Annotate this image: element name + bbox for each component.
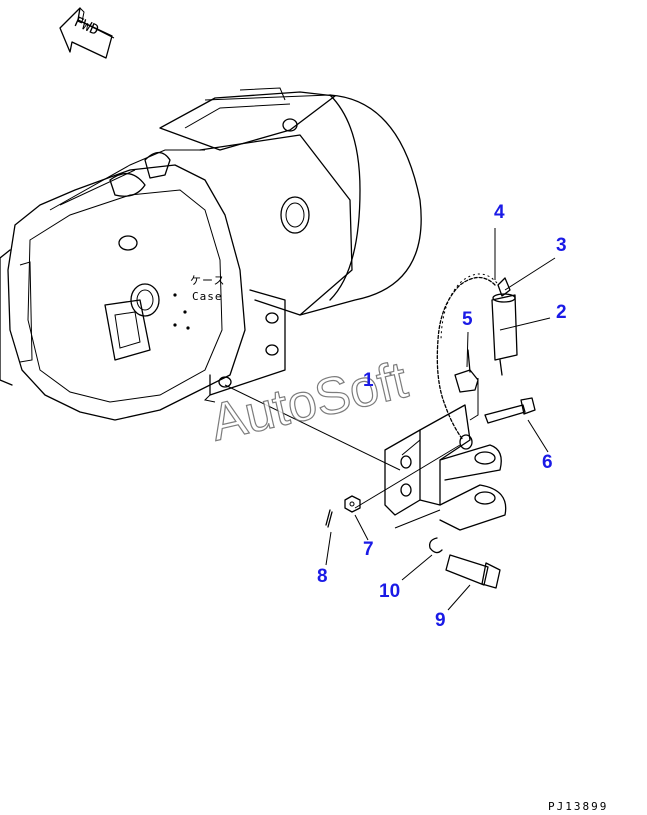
leader-2 bbox=[499, 317, 551, 331]
leader-5 bbox=[466, 331, 469, 368]
case-label-english: Case bbox=[192, 290, 223, 303]
leader-10 bbox=[401, 554, 433, 581]
reference-line bbox=[354, 444, 461, 509]
leader-6 bbox=[527, 419, 549, 453]
tow-bracket bbox=[384, 404, 507, 531]
nut bbox=[344, 495, 361, 513]
pin-9 bbox=[445, 554, 501, 589]
fwd-arrow-icon bbox=[59, 7, 115, 59]
leader-3 bbox=[504, 257, 556, 291]
transmission-case bbox=[0, 87, 422, 421]
reference-line bbox=[394, 509, 441, 529]
callout-8: 8 bbox=[317, 566, 328, 587]
snap-ring bbox=[429, 537, 443, 554]
callout-9: 9 bbox=[435, 610, 446, 631]
assembly-leader-line bbox=[224, 384, 401, 471]
lock-plate bbox=[454, 349, 479, 421]
callout-2: 2 bbox=[556, 302, 567, 323]
leader-7 bbox=[354, 514, 369, 541]
leader-1 bbox=[401, 439, 421, 456]
callout-3: 3 bbox=[556, 235, 567, 256]
case-label-japanese: ケース bbox=[190, 274, 226, 287]
cotter-pin bbox=[325, 509, 333, 528]
leader-9 bbox=[447, 584, 471, 611]
callout-7: 7 bbox=[363, 539, 374, 560]
chain bbox=[436, 273, 498, 441]
callout-10: 10 bbox=[379, 581, 401, 602]
callout-5: 5 bbox=[462, 309, 473, 330]
leader-8 bbox=[325, 531, 332, 566]
callout-1: 1 bbox=[363, 370, 374, 391]
bolt-6 bbox=[484, 397, 536, 424]
callout-4: 4 bbox=[494, 202, 505, 223]
drawing-code: PJ13899 bbox=[548, 800, 609, 813]
pin bbox=[491, 277, 518, 376]
callout-6: 6 bbox=[542, 452, 553, 473]
